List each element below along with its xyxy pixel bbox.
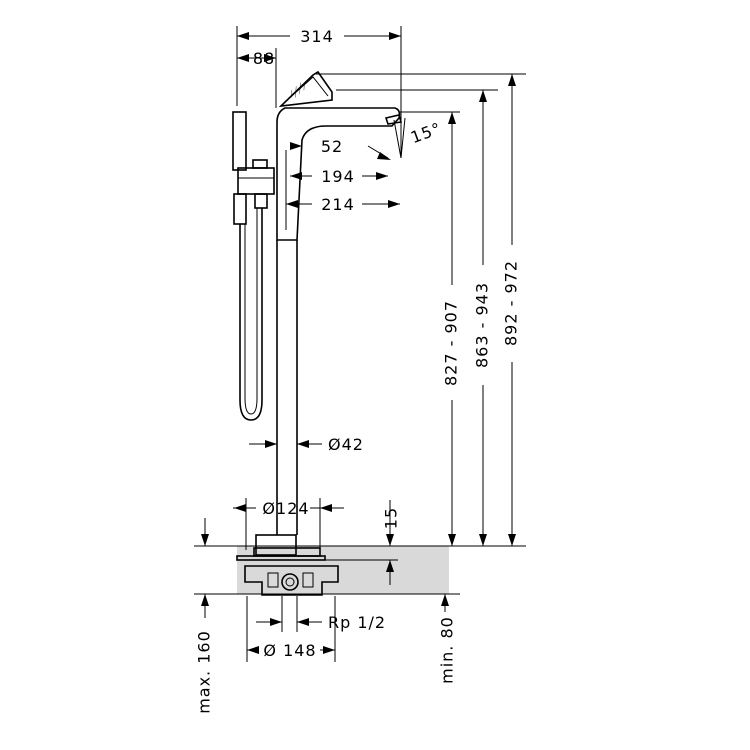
dim-124-arrow-right bbox=[320, 504, 332, 512]
label-42: Ø42 bbox=[328, 435, 364, 454]
dim-314-arrow-left bbox=[237, 32, 249, 40]
base-rosette bbox=[236, 555, 326, 561]
dim-148-arrow-left bbox=[247, 646, 259, 654]
label-rp-1-2: Rp 1/2 bbox=[328, 613, 386, 632]
dim-214-arrow-left bbox=[286, 200, 298, 208]
holder-knob bbox=[252, 159, 268, 169]
dim-rp-arrow-left bbox=[270, 618, 282, 626]
dim-52-arrow-right bbox=[377, 152, 391, 160]
shower-hose-inner bbox=[244, 208, 258, 415]
floor-section bbox=[194, 545, 525, 595]
dim-80-arrow bbox=[441, 594, 449, 606]
dim-892-arrow-top bbox=[508, 74, 516, 86]
dim-15-arrow-top bbox=[386, 534, 394, 546]
lever-hatch bbox=[287, 80, 309, 100]
rough-in-body bbox=[244, 565, 339, 596]
dim-892-arrow-bottom bbox=[508, 534, 516, 546]
label-124: Ø124 bbox=[262, 499, 309, 518]
base-plate bbox=[255, 534, 297, 556]
label-194: 194 bbox=[321, 167, 355, 186]
dim-42-arrow-right bbox=[297, 440, 309, 448]
dim-314-arrow-right bbox=[389, 32, 401, 40]
dim-160-arrow-bottom bbox=[201, 594, 209, 606]
dim-160-arrow-top bbox=[201, 534, 209, 546]
angle-ref-1 bbox=[400, 117, 406, 159]
label-827-907: 827 - 907 bbox=[442, 300, 461, 386]
lever-handle bbox=[278, 70, 333, 108]
label-15: 15 bbox=[382, 507, 401, 529]
dim-863-arrow-bottom bbox=[479, 534, 487, 546]
dim-88-arrow-right bbox=[264, 54, 276, 62]
dim-15-arrow-bottom bbox=[386, 560, 394, 572]
label-max-160: max. 160 bbox=[195, 630, 214, 714]
dim-124-arrow-left bbox=[234, 504, 246, 512]
hand-shower-head bbox=[232, 111, 247, 171]
dim-827-arrow-bottom bbox=[448, 534, 456, 546]
label-88: 88 bbox=[253, 49, 275, 68]
angle-ref-2 bbox=[393, 119, 402, 159]
hose-connector bbox=[254, 193, 268, 209]
dim-827-arrow-top bbox=[448, 112, 456, 124]
rough-in-lug-left bbox=[267, 572, 279, 588]
rough-in-port bbox=[281, 573, 299, 591]
dim-214-arrow-right bbox=[388, 200, 400, 208]
label-314: 314 bbox=[300, 27, 334, 46]
label-15-degrees: 15° bbox=[408, 119, 444, 148]
label-min-80: min. 80 bbox=[438, 616, 457, 684]
dim-863-arrow-top bbox=[479, 90, 487, 102]
spout-housing bbox=[276, 107, 401, 241]
dim-42-arrow-left bbox=[265, 440, 277, 448]
dim-88-arrow-left bbox=[237, 54, 249, 62]
label-863-943: 863 - 943 bbox=[473, 282, 492, 368]
label-148: Ø 148 bbox=[263, 641, 316, 660]
dim-194-arrow-left bbox=[290, 172, 302, 180]
rough-in-port-inner bbox=[285, 577, 295, 587]
shower-hose-outer bbox=[239, 208, 263, 421]
dimension-lines bbox=[201, 32, 516, 654]
label-52: 52 bbox=[321, 137, 343, 156]
dim-rp-arrow-right bbox=[297, 618, 309, 626]
dim-52-arrow-left bbox=[290, 142, 302, 150]
dim-148-arrow-right bbox=[323, 646, 335, 654]
label-214: 214 bbox=[321, 195, 355, 214]
hand-shower-grip bbox=[233, 193, 247, 225]
shower-holder bbox=[237, 167, 275, 195]
label-892-972: 892 - 972 bbox=[502, 260, 521, 346]
dimension-labels: 314 88 52 194 214 15° 827 - 907 863 - 94… bbox=[195, 27, 521, 714]
dim-194-arrow-right bbox=[376, 172, 388, 180]
floor-fill bbox=[237, 546, 449, 594]
rough-in-lug-right bbox=[302, 572, 314, 588]
